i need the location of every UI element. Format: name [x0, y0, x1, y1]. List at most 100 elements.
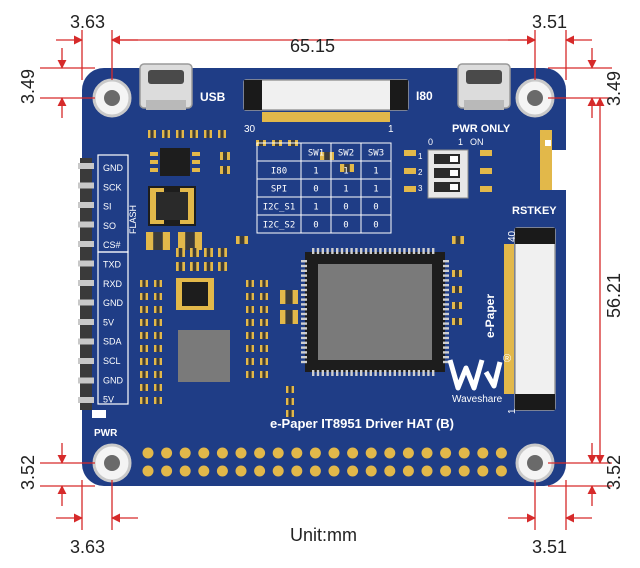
dim-right-top: 3.49: [604, 71, 624, 106]
smd-part: [204, 130, 212, 138]
smd-part: [218, 130, 226, 138]
gpio-pad: [421, 447, 433, 459]
pin-label: SDA: [103, 337, 122, 347]
gpio-pad: [235, 465, 247, 477]
smd-part: [154, 384, 162, 391]
header-pin: [78, 397, 94, 403]
header-pin: [78, 377, 94, 384]
dip-switch: [404, 149, 492, 199]
switch-number-2: 2: [418, 168, 423, 177]
gpio-pad: [384, 447, 396, 459]
unit-label: Unit:mm: [290, 525, 357, 545]
mounting-hole-top-right: [515, 78, 555, 118]
dim-right-height: 56.21: [604, 273, 624, 318]
smd-part: [286, 398, 294, 405]
table-header: SW3: [368, 149, 384, 159]
mounting-hole-bottom-right: [515, 443, 555, 483]
rstkey-label: RSTKEY: [512, 205, 557, 217]
smd-part: [340, 164, 354, 172]
smd-part: [190, 248, 199, 257]
switch-on-label: ON: [470, 137, 484, 147]
smd-part: [260, 345, 268, 352]
dim-left-bottom: 3.52: [18, 455, 38, 490]
gpio-pad: [458, 465, 470, 477]
reset-key: [540, 130, 552, 190]
smd-part: [140, 358, 148, 365]
header-pin: [78, 202, 94, 208]
waveshare-logo: [447, 359, 503, 391]
gpio-pad: [216, 447, 228, 459]
smd-part: [204, 262, 213, 271]
dimension-lines: [40, 30, 612, 530]
smd-part: [246, 371, 254, 378]
smd-part: [218, 262, 227, 271]
table-cell: 1: [343, 167, 348, 177]
smd-part: [140, 293, 148, 300]
gpio-pad: [309, 447, 321, 459]
pin-label: 5V: [103, 395, 114, 405]
usb-connector: [139, 63, 193, 110]
table-cell: 1: [373, 185, 378, 195]
table-cell: SPI: [271, 185, 287, 195]
pwr-only-usb-connector: [457, 63, 511, 110]
smd-part: [162, 130, 170, 138]
pwr-led: [92, 410, 106, 418]
smd-part: [260, 306, 268, 313]
gpio-pad: [347, 447, 359, 459]
pin1-label: 1: [388, 124, 394, 135]
smd-part: [260, 332, 268, 339]
pin-label: GND: [103, 298, 124, 308]
pin-label: TXD: [103, 260, 122, 270]
table-cell: 0: [373, 221, 378, 231]
gpio-pad: [495, 465, 507, 477]
gpio-pad: [179, 447, 191, 459]
smd-part: [176, 248, 185, 257]
switch-on-digit: 1: [458, 137, 463, 147]
switch-off-label: 0: [428, 137, 433, 147]
gpio-pad: [254, 447, 266, 459]
table-cell: I2C_S2: [263, 221, 296, 231]
gpio-pad: [440, 447, 452, 459]
dim-top-left: 3.63: [70, 12, 105, 32]
smd-part: [246, 293, 254, 300]
dim-top-width: 65.15: [290, 36, 335, 56]
pin-label: 5V: [103, 317, 114, 327]
gpio-pad: [477, 447, 489, 459]
brand-label: Waveshare: [452, 394, 503, 405]
smd-part: [176, 130, 184, 138]
smd-part: [140, 319, 148, 326]
gpio-pad: [254, 465, 266, 477]
board-title: e-Paper IT8951 Driver HAT (B): [270, 416, 454, 431]
table-cell: I80: [271, 167, 287, 177]
smd-part: [140, 397, 148, 404]
gpio-pad: [272, 465, 284, 477]
dim-left-top: 3.49: [18, 69, 38, 104]
smd-part: [146, 232, 170, 250]
it8951-chip: [301, 248, 449, 376]
pin-label: SO: [103, 221, 116, 231]
dim-right-bottom: 3.52: [604, 455, 624, 490]
smd-part: [280, 310, 298, 324]
table-cell: 0: [343, 221, 348, 231]
switch-number-1: 1: [418, 152, 423, 161]
table-cell: 1: [343, 185, 348, 195]
pwr-label: PWR: [94, 428, 118, 439]
regulator-chip: [150, 148, 200, 176]
header-pin: [78, 319, 94, 325]
smd-part: [452, 286, 462, 293]
flash-label: FLASH: [128, 205, 138, 234]
gpio-pad: [347, 465, 359, 477]
table-header: SW1: [308, 149, 324, 159]
gpio-pad: [272, 447, 284, 459]
dim-bottom-right: 3.51: [532, 537, 567, 557]
smd-part: [452, 236, 464, 244]
smd-part: [260, 319, 268, 326]
smd-components: [140, 130, 464, 417]
smd-part: [178, 232, 202, 250]
smd-part: [154, 358, 162, 365]
smd-part: [140, 384, 148, 391]
mounting-hole-bottom-left: [92, 443, 132, 483]
